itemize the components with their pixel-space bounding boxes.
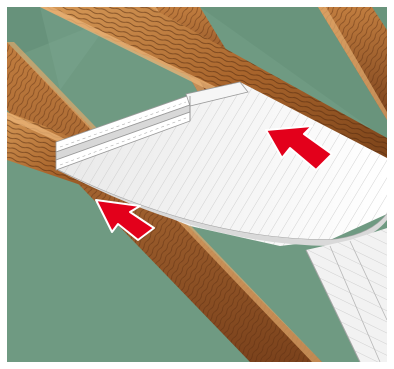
insulation-installation-diagram bbox=[0, 0, 394, 369]
diagram-canvas bbox=[0, 0, 394, 369]
